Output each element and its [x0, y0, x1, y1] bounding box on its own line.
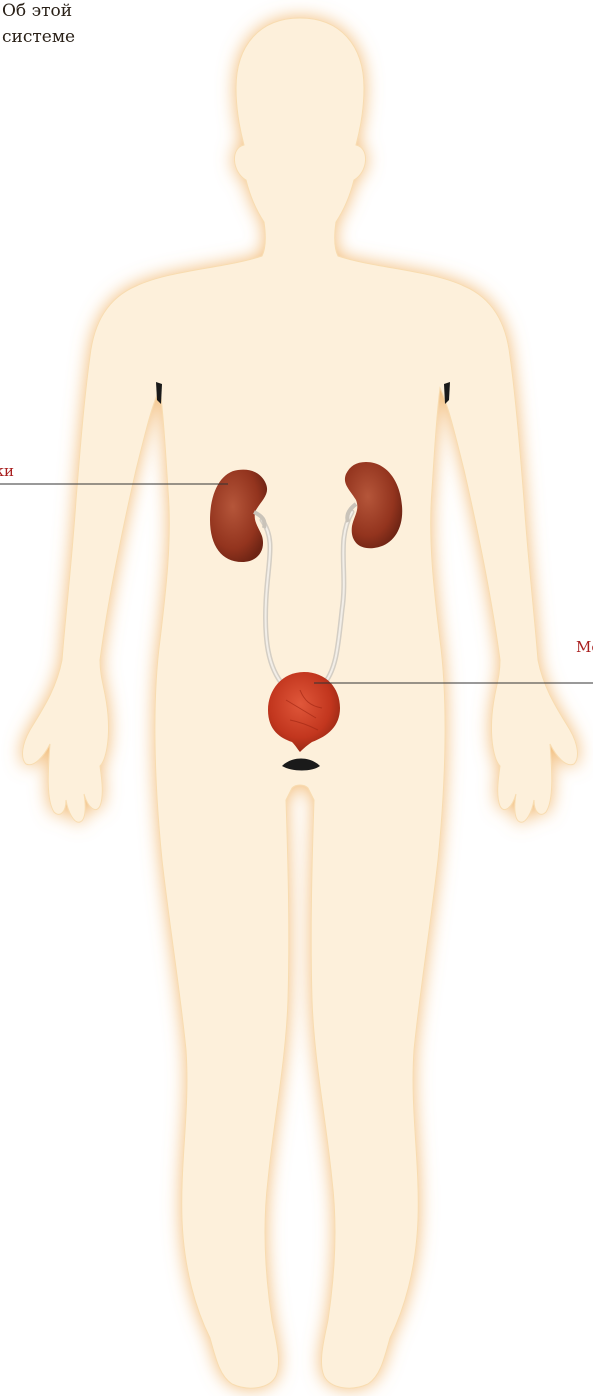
- diagram-title-line-1: Об этой: [2, 0, 72, 22]
- left-armpit-shadow: [156, 382, 162, 404]
- diagram-title-line-2: системе: [2, 26, 75, 48]
- bladder-label[interactable]: Мо: [576, 638, 593, 656]
- kidneys-label[interactable]: ки: [0, 462, 14, 480]
